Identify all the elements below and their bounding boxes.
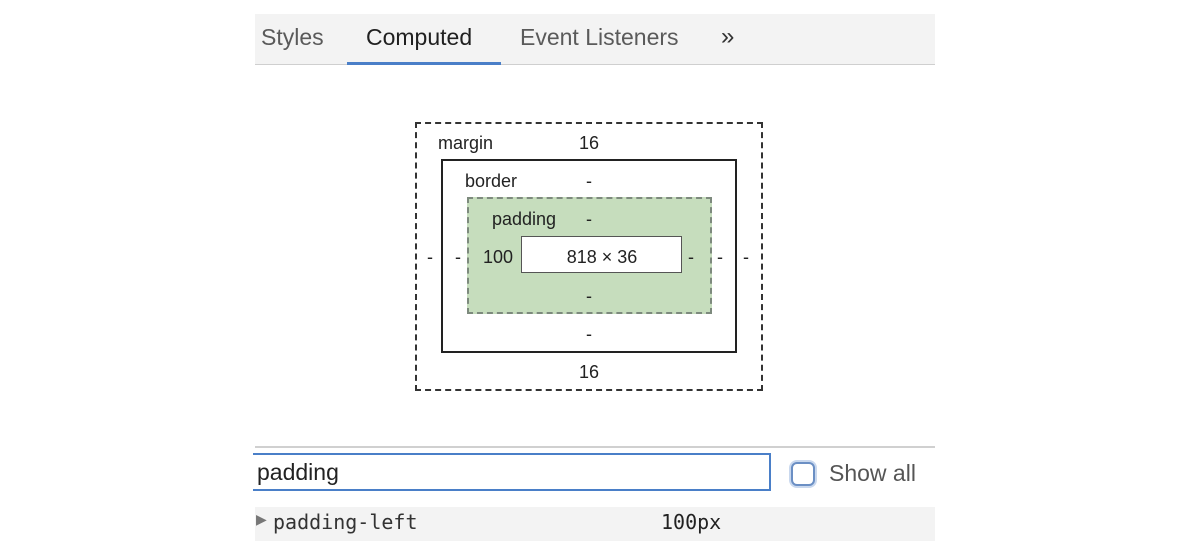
- active-tab-underline: [347, 62, 501, 65]
- padding-left-value[interactable]: 100: [482, 247, 514, 267]
- property-value: 100px: [661, 510, 722, 534]
- expand-triangle-icon[interactable]: ▶: [256, 511, 267, 527]
- tab-bar: Styles Computed Event Listeners »: [255, 14, 935, 65]
- border-bottom-value[interactable]: -: [586, 324, 592, 344]
- filter-separator: [255, 446, 935, 448]
- margin-right-value[interactable]: -: [743, 247, 749, 267]
- border-box[interactable]: [441, 159, 737, 353]
- padding-right-value[interactable]: -: [688, 247, 694, 267]
- property-row[interactable]: ▶ padding-left 100px: [255, 507, 935, 541]
- show-all-label[interactable]: Show all: [829, 460, 916, 486]
- margin-top-value[interactable]: 16: [578, 133, 600, 153]
- tab-styles[interactable]: Styles: [261, 24, 324, 50]
- content-size-value[interactable]: 818 × 36: [566, 247, 638, 267]
- border-label: border: [465, 171, 518, 191]
- padding-bottom-value[interactable]: -: [586, 286, 592, 306]
- filter-input[interactable]: [253, 453, 771, 491]
- content-box[interactable]: [521, 236, 682, 273]
- margin-left-value[interactable]: -: [427, 247, 433, 267]
- property-name: padding-left: [273, 510, 418, 534]
- tab-computed[interactable]: Computed: [366, 24, 473, 50]
- padding-label: padding: [492, 209, 557, 229]
- computed-styles-panel: Styles Computed Event Listeners » margin…: [253, 14, 935, 542]
- padding-top-value[interactable]: -: [586, 209, 592, 229]
- border-top-value[interactable]: -: [586, 171, 592, 191]
- margin-box[interactable]: [415, 122, 763, 391]
- border-left-value[interactable]: -: [455, 247, 461, 267]
- margin-label: margin: [438, 133, 494, 153]
- border-right-value[interactable]: -: [717, 247, 723, 267]
- tab-event-listeners[interactable]: Event Listeners: [520, 24, 679, 50]
- more-tabs-chevron-icon[interactable]: »: [721, 23, 735, 50]
- show-all-checkbox[interactable]: [791, 462, 815, 486]
- margin-bottom-value[interactable]: 16: [578, 362, 600, 382]
